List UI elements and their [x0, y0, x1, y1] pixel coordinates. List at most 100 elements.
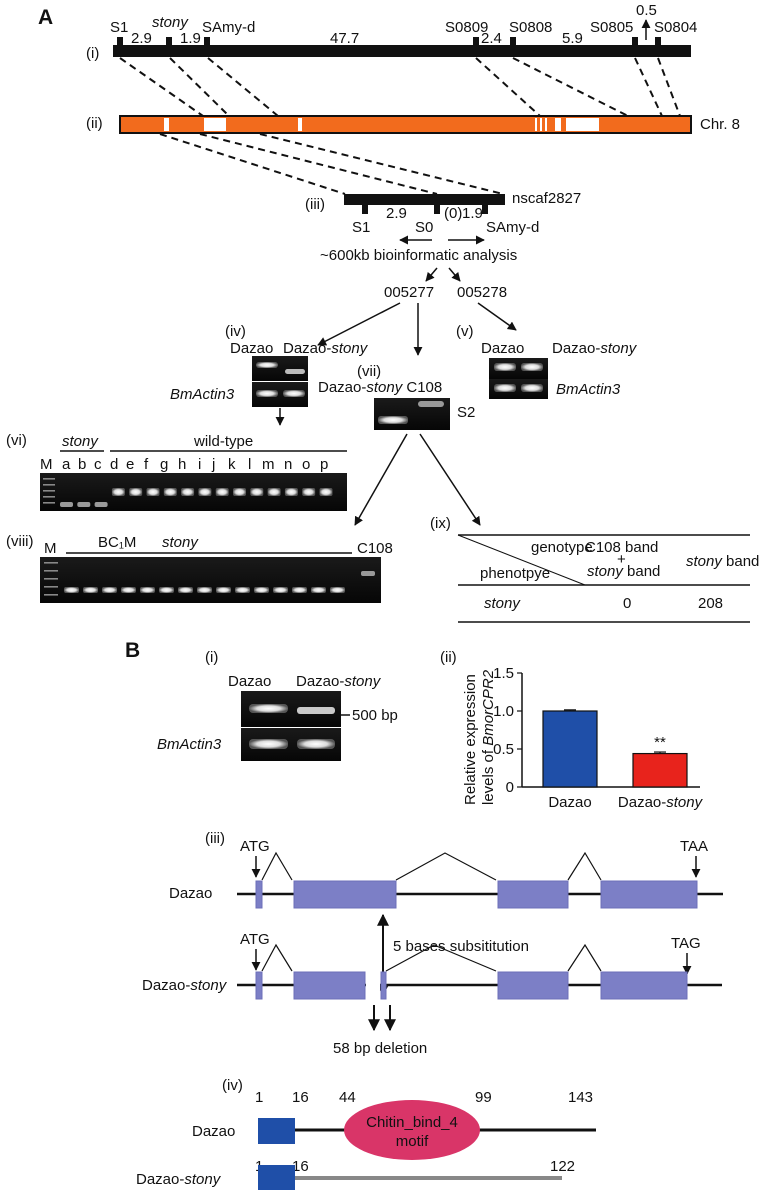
- wt-exons: [255, 880, 698, 909]
- ix-col2: stony band: [686, 553, 759, 570]
- v-actin-band-2: [521, 384, 543, 392]
- b-row-iii-label: (iii): [205, 830, 225, 847]
- viii-ladder-band: [44, 562, 58, 564]
- viii-sample-band: [292, 587, 307, 593]
- b-size-label: 500 bp: [352, 707, 398, 724]
- ix-corner-bottom: phenotpye: [480, 565, 550, 582]
- viii-bands: [44, 562, 375, 596]
- dist-0-5: 0.5: [636, 2, 657, 19]
- deletion-gap: [366, 980, 380, 990]
- bioinformatic-analysis: ~600kb bioinformatic analysis: [320, 247, 517, 264]
- vi-lane-p: p: [320, 456, 328, 473]
- b-row-ii-label: (ii): [440, 649, 457, 666]
- motif-line1: Chitin_bind_4: [366, 1114, 458, 1131]
- viii-sample-band: [311, 587, 326, 593]
- vi-lane-band: [267, 488, 281, 496]
- ix-col1-b: +: [617, 551, 626, 568]
- pos-mut-16: 16: [292, 1158, 309, 1175]
- viii-sample-band: [235, 587, 250, 593]
- mut-exons: [255, 971, 688, 1000]
- y-tick-label: 1.5: [493, 665, 514, 682]
- viii-marker-label: M: [44, 540, 57, 557]
- scaffold-dist-2-9: 2.9: [386, 205, 407, 222]
- pos-wt-16: 16: [292, 1089, 309, 1106]
- pos-mut-122: 122: [550, 1158, 575, 1175]
- vi-lane-m: m: [262, 456, 275, 473]
- scaffold-label: nscaf2827: [512, 190, 581, 207]
- protein-mut-label: Dazao-stony: [136, 1171, 222, 1188]
- bar-dazao-stony: [632, 752, 688, 788]
- chitin-motif: [344, 1100, 480, 1160]
- vi-lane-band: [302, 488, 316, 496]
- row-vi-label: (vi): [6, 432, 27, 449]
- deletion-label: 58 bp deletion: [333, 1040, 427, 1057]
- v-band-stony: [521, 363, 543, 371]
- ix-row-label: stony: [484, 595, 521, 612]
- vi-lane-band: [60, 502, 73, 507]
- viii-sample-band: [216, 587, 231, 593]
- y-tick-label: 1.0: [493, 703, 514, 720]
- b-actin-band-1: [249, 739, 288, 749]
- wt-start-codon: ATG: [240, 838, 270, 855]
- marker-s1: S1: [110, 19, 128, 36]
- arrow-gene-2: [448, 267, 461, 282]
- vi-lane-c: c: [94, 456, 102, 473]
- vi-lane-band: [163, 488, 177, 496]
- viii-sample-band: [197, 587, 212, 593]
- chromosome-bar: [119, 115, 692, 134]
- vi-lane-labels: a b c d e f g h i j k l m n o p: [62, 456, 328, 473]
- iv-lane-dazao: Dazao: [230, 340, 273, 357]
- scaffold-dist-1-9: 1.9: [462, 205, 483, 222]
- viii-sample-band: [178, 587, 193, 593]
- b-band-stony: [297, 707, 335, 714]
- vi-lane-l: l: [248, 456, 251, 473]
- category-label: Dazao-stony: [618, 794, 704, 811]
- pos-wt-99: 99: [475, 1089, 492, 1106]
- mut-introns: [261, 943, 602, 972]
- viii-gel: [40, 557, 381, 603]
- vi-lane-d: d: [110, 456, 118, 473]
- viii-sample-band: [121, 587, 136, 593]
- vi-lane-band: [250, 488, 264, 496]
- dist-47-7: 47.7: [330, 30, 359, 47]
- viii-sample-band: [159, 587, 174, 593]
- vi-group-stony: stony: [62, 433, 99, 450]
- vi-lane-band: [319, 488, 333, 496]
- pos-wt-1: 1: [255, 1089, 263, 1106]
- vi-lane-band: [129, 488, 143, 496]
- mut-label: Dazao-stony: [142, 977, 228, 994]
- dist-5-9: 5.9: [562, 30, 583, 47]
- v-control-label: BmActin3: [556, 381, 621, 398]
- vi-lane-band: [233, 488, 246, 496]
- row-iv-label: (iv): [225, 323, 246, 340]
- arrow-gene-1: [425, 267, 438, 282]
- vi-lane-band: [181, 488, 195, 496]
- arrow-to-viii: [354, 433, 408, 526]
- vii-title: Dazao-stony C108: [318, 379, 442, 396]
- row-vii-label: (vii): [357, 363, 381, 380]
- vi-lane-band: [111, 488, 125, 496]
- vi-lane-n: n: [284, 456, 292, 473]
- mut-stop-codon: TAG: [671, 935, 701, 952]
- row-ii-label: (ii): [86, 115, 103, 132]
- iv-actin-band-2: [283, 390, 305, 397]
- vi-lane-e: e: [126, 456, 134, 473]
- iv-control-label: BmActin3: [170, 386, 235, 403]
- protein-wt-label: Dazao: [192, 1123, 235, 1140]
- b-actin-band-2: [297, 739, 335, 749]
- vi-marker-label: M: [40, 456, 53, 473]
- panel-a-letter: A: [38, 6, 53, 29]
- viii-ladder-band: [44, 586, 58, 588]
- vi-lane-o: o: [302, 456, 310, 473]
- vi-lane-i: i: [198, 456, 201, 473]
- v-actin-band-1: [494, 384, 516, 392]
- viii-sample-band: [273, 587, 288, 593]
- vii-band-c108: [418, 401, 444, 407]
- bar-dazao: [542, 710, 598, 788]
- y-tick-label: 0: [506, 779, 514, 796]
- viii-sample-band: [83, 587, 98, 593]
- marker-samy-d: SAmy-d: [202, 19, 255, 36]
- marker-s0804: S0804: [654, 19, 697, 36]
- vi-ladder-band: [43, 490, 55, 492]
- viii-sample-band: [330, 587, 345, 593]
